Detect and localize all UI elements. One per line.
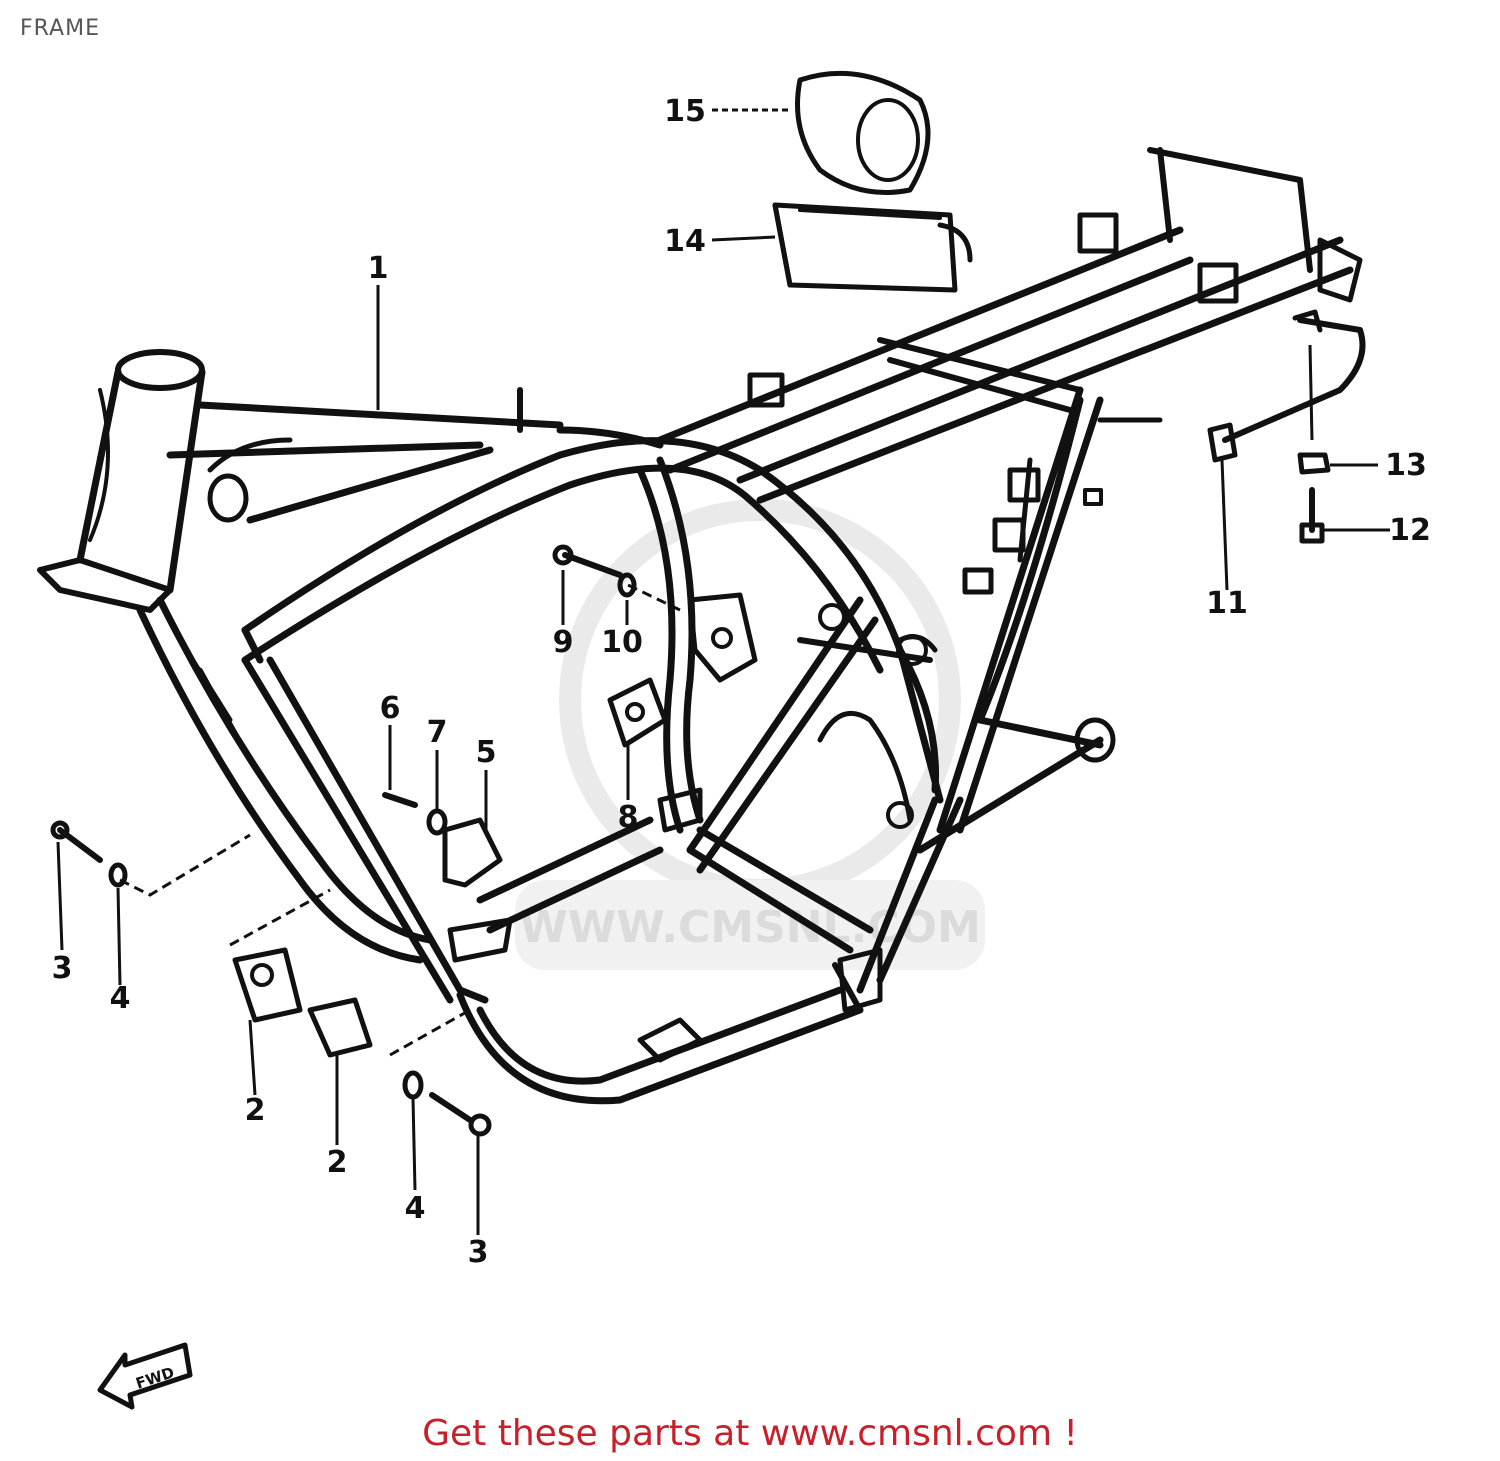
callout-13: 13: [1385, 448, 1427, 483]
callout-12: 12: [1389, 513, 1431, 548]
callout-14: 14: [664, 224, 706, 259]
frame-rear-uprights: [896, 386, 1163, 854]
part-11-bracket: [1207, 309, 1366, 463]
callout-15: 15: [664, 94, 706, 129]
engine-mount-plates: [607, 592, 914, 833]
frame-rear-subframe: [656, 147, 1363, 504]
callout-4b: 4: [405, 1191, 426, 1226]
frame-lower-rail: [447, 796, 964, 1063]
callout-3b: 3: [468, 1235, 489, 1270]
callout-5: 5: [476, 735, 497, 770]
watermark-banner: [515, 880, 985, 970]
callout-3a: 3: [52, 951, 73, 986]
callout-2b: 2: [327, 1145, 348, 1180]
frame-down-tubes: [136, 437, 434, 964]
callout-7: 7: [427, 715, 448, 750]
callout-2a: 2: [245, 1093, 266, 1128]
callout-8: 8: [618, 800, 639, 835]
fwd-arrow-icon: [97, 1342, 193, 1410]
frame-center-members: [476, 456, 933, 954]
steering-head: [37, 349, 206, 613]
fwd-arrow: FWD: [97, 1342, 193, 1410]
callout-11: 11: [1206, 586, 1248, 621]
part-14-tray: [772, 202, 973, 293]
leader-lines: [56, 108, 1390, 1235]
callout-10: 10: [601, 625, 643, 660]
hardware-parts: [50, 452, 1331, 1137]
footer-link[interactable]: Get these parts at www.cmsnl.com !: [422, 1413, 1078, 1454]
callout-numbers: 1 2 2 3 3 4 4 5 6 7 8 9 10 11 12 13 14 1…: [52, 94, 1431, 1270]
callout-4a: 4: [110, 981, 131, 1016]
callout-9: 9: [553, 625, 574, 660]
page-title: FRAME: [20, 16, 100, 41]
part-15-cover: [795, 70, 931, 195]
callout-6: 6: [380, 691, 401, 726]
callout-1: 1: [368, 251, 389, 286]
